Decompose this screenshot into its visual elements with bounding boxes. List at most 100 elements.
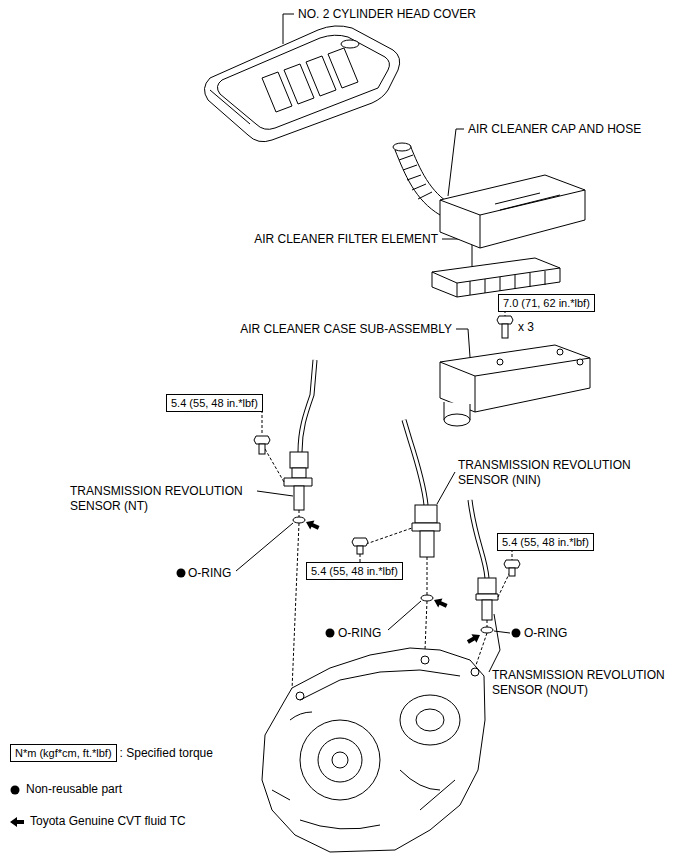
nin-sensor bbox=[352, 420, 440, 650]
nt-sensor bbox=[290, 452, 308, 468]
torque-spec-box: 7.0 (71, 62 in.*lbf) bbox=[498, 294, 595, 312]
legend-entry: Toyota Genuine CVT fluid TC bbox=[30, 814, 186, 829]
air-cleaner-case bbox=[577, 359, 583, 365]
nt-sensor bbox=[254, 436, 270, 444]
nt-sensor bbox=[262, 410, 299, 690]
nt-sensor bbox=[294, 486, 304, 510]
fluid-arrow bbox=[304, 517, 321, 532]
leader-line bbox=[448, 129, 464, 196]
leader-line bbox=[283, 14, 294, 44]
cylinder-head-cover bbox=[328, 48, 358, 88]
legend-entry: Non-reusable part bbox=[26, 782, 122, 797]
bolt bbox=[497, 310, 513, 338]
air-cleaner-filter-element bbox=[432, 268, 560, 297]
nout-sensor bbox=[509, 568, 515, 576]
nout-sensor bbox=[470, 500, 487, 578]
bolt bbox=[497, 316, 513, 324]
part-label: TRANSMISSION REVOLUTION SENSOR (NT) bbox=[70, 484, 280, 514]
torque-spec-box: 5.4 (55, 48 in.*lbf) bbox=[497, 533, 594, 551]
nout-sensor bbox=[470, 500, 487, 578]
nt-sensor bbox=[292, 468, 306, 478]
leader-line bbox=[489, 614, 500, 672]
leader-line bbox=[437, 472, 455, 504]
cylinder-head-cover bbox=[217, 35, 389, 129]
bolt bbox=[502, 324, 508, 338]
transmission bbox=[318, 738, 362, 782]
air-cleaner-filter-element bbox=[470, 271, 545, 295]
legend-text: Non-reusable part bbox=[26, 782, 122, 796]
nin-sensor bbox=[412, 523, 440, 531]
leader-line bbox=[236, 14, 510, 672]
nin-sensor bbox=[421, 595, 433, 601]
transmission bbox=[332, 752, 348, 768]
nt-sensor bbox=[300, 360, 315, 452]
non-reusable-dot bbox=[11, 786, 20, 795]
transmission bbox=[400, 695, 460, 745]
part-label: AIR CLEANER CAP AND HOSE bbox=[468, 122, 641, 137]
air-cleaner-cap-and-hose bbox=[440, 190, 585, 248]
nin-sensor bbox=[404, 420, 426, 505]
cylinder-head-cover bbox=[210, 90, 250, 124]
nout-sensor bbox=[478, 578, 496, 594]
part-label: AIR CLEANER FILTER ELEMENT bbox=[254, 232, 438, 247]
transmission bbox=[262, 648, 485, 852]
leader-line bbox=[236, 523, 293, 571]
nout-sensor bbox=[482, 600, 492, 620]
nout-sensor bbox=[476, 594, 498, 600]
air-cleaner-case bbox=[497, 359, 503, 365]
transmission bbox=[471, 668, 479, 676]
nt-sensor bbox=[254, 360, 315, 690]
nin-sensor bbox=[352, 538, 368, 546]
fluid-arrow bbox=[10, 817, 24, 827]
air-cleaner-cap-and-hose bbox=[440, 175, 585, 248]
part-label: O-RING bbox=[524, 626, 567, 641]
transmission bbox=[296, 692, 304, 700]
air-cleaner-filter-element bbox=[432, 258, 560, 297]
air-cleaner-cap-and-hose bbox=[399, 155, 432, 199]
nt-sensor bbox=[300, 360, 315, 452]
air-cleaner-cap-and-hose bbox=[495, 193, 560, 210]
cylinder-head-cover bbox=[204, 26, 399, 142]
part-label: TRANSMISSION REVOLUTION SENSOR (NIN) bbox=[458, 458, 658, 488]
cylinder-head-cover bbox=[341, 40, 359, 48]
air-cleaner-case bbox=[444, 414, 470, 426]
nin-sensor bbox=[415, 505, 437, 523]
legend-text: : Specified torque bbox=[120, 746, 213, 760]
non-reusable-dot bbox=[512, 629, 521, 638]
fluid-arrow bbox=[432, 595, 449, 610]
leader-line bbox=[388, 601, 421, 630]
nin-sensor bbox=[357, 546, 363, 554]
transmission bbox=[416, 709, 444, 731]
nt-sensor bbox=[293, 517, 305, 523]
air-cleaner-filter-element bbox=[432, 258, 560, 297]
fluid-arrow bbox=[465, 631, 482, 647]
nout-sensor bbox=[481, 627, 493, 633]
torque-spec-box: 5.4 (55, 48 in.*lbf) bbox=[306, 562, 403, 580]
non-reusable-dot bbox=[177, 569, 186, 578]
air-cleaner-case bbox=[440, 345, 590, 412]
legend-entry: : Specified torque bbox=[120, 746, 213, 761]
part-label: NO. 2 CYLINDER HEAD COVER bbox=[298, 7, 476, 22]
nin-sensor bbox=[420, 531, 434, 557]
leader-line bbox=[257, 491, 293, 496]
legend-torque-box: N*m (kgf*cm, ft.*lbf) bbox=[10, 744, 117, 762]
torque-spec-box: 5.4 (55, 48 in.*lbf) bbox=[166, 394, 263, 412]
torque-value: 5.4 (55, 48 in.*lbf) bbox=[311, 565, 398, 577]
torque-value: 5.4 (55, 48 in.*lbf) bbox=[502, 536, 589, 548]
air-cleaner-case bbox=[557, 349, 563, 355]
air-cleaner-case bbox=[440, 345, 590, 426]
legend-text: Toyota Genuine CVT fluid TC bbox=[30, 814, 186, 828]
part-label: O-RING bbox=[188, 566, 231, 581]
torque-value: 7.0 (71, 62 in.*lbf) bbox=[503, 297, 590, 309]
nout-sensor bbox=[470, 500, 520, 668]
part-label: AIR CLEANER CASE SUB-ASSEMBLY bbox=[240, 322, 452, 337]
leader-line bbox=[456, 329, 470, 357]
torque-value: N*m (kgf*cm, ft.*lbf) bbox=[15, 747, 112, 759]
torque-value: 5.4 (55, 48 in.*lbf) bbox=[171, 397, 258, 409]
part-label: x 3 bbox=[518, 320, 534, 335]
nt-sensor bbox=[284, 478, 312, 486]
transmission bbox=[262, 648, 485, 852]
air-cleaner-cap-and-hose bbox=[393, 143, 411, 151]
nin-sensor bbox=[404, 420, 426, 505]
